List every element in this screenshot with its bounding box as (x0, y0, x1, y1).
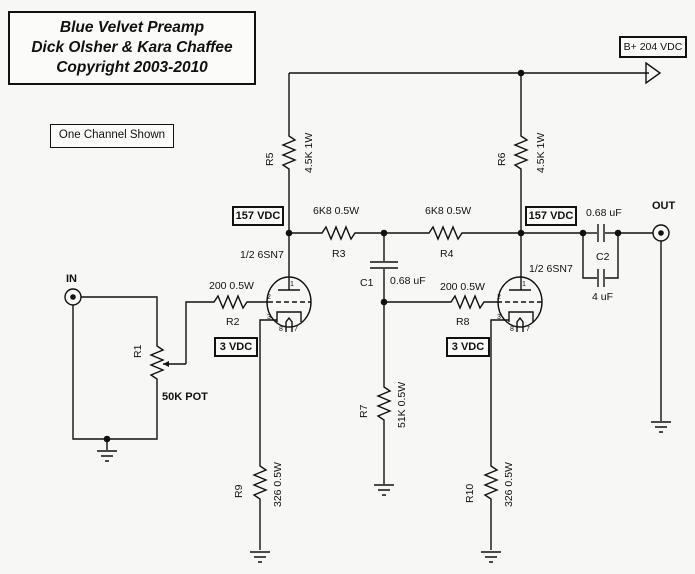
tube-v2: 1/2 6SN7 1 2 3 8 7 (497, 233, 573, 333)
ground-icon (97, 450, 117, 462)
resistor-r7: R7 51K 0.5W (358, 302, 408, 484)
b-plus-rail (288, 69, 649, 130)
resistor-r5: R5 4.5K 1W (264, 130, 315, 232)
r5-ref: R5 (264, 152, 276, 166)
r3-value: 6K8 0.5W (313, 205, 359, 217)
input-wiring (72, 296, 165, 440)
resistor-r9: R9 326 0.5W (233, 319, 284, 550)
supply-label: B+ 204 VDC (619, 36, 687, 58)
resistor-r3: 6K8 0.5W R3 (289, 205, 384, 260)
title-copyright: Copyright 2003-2010 (56, 59, 208, 76)
tube-v2-pin-cathode: 3 (497, 314, 501, 321)
r8-value: 200 0.5W (440, 281, 485, 293)
input-label: IN (66, 273, 77, 285)
potentiometer-r1: R1 50K POT (132, 301, 212, 403)
r10-value: 326 0.5W (503, 462, 515, 507)
c1-ref: C1 (360, 277, 374, 289)
r9-value: 326 0.5W (272, 462, 284, 507)
r7-value: 51K 0.5W (396, 382, 408, 428)
title-authors: Dick Olsher & Kara Chaffee (31, 39, 233, 56)
resistor-r4: 6K8 0.5W R4 (384, 205, 521, 260)
r1-ref: R1 (132, 344, 144, 358)
title-project: Blue Velvet Preamp (59, 19, 205, 36)
tube-v1-pin-plate: 1 (290, 281, 294, 288)
tube-v1-label: 1/2 6SN7 (240, 249, 284, 261)
plate-voltage-v1: 157 VDC (232, 206, 284, 226)
input-jack[interactable]: IN (64, 273, 82, 306)
capacitor-c2: 0.68 uF C2 4 uF (521, 207, 622, 303)
resistor-r8: 200 0.5W R8 (384, 281, 497, 328)
tube-v1-pin-cathode: 3 (267, 314, 271, 321)
cathode-voltage-v1: 3 VDC (214, 337, 258, 357)
tube-v2-label: 1/2 6SN7 (529, 263, 573, 275)
r4-value: 6K8 0.5W (425, 205, 471, 217)
channel-note: One Channel Shown (50, 124, 174, 148)
r6-value: 4.5K 1W (535, 133, 547, 173)
power-rail-arrow-icon (645, 61, 662, 85)
tube-v2-pin-grid: 2 (497, 294, 501, 301)
r2-ref: R2 (226, 316, 240, 328)
r2-value: 200 0.5W (209, 280, 254, 292)
plate-voltage-v2: 157 VDC (525, 206, 577, 226)
capacitor-c1: C1 0.68 uF (360, 233, 426, 302)
r4-ref: R4 (440, 248, 454, 260)
ground-icon (651, 421, 671, 433)
r1-value: 50K POT (162, 391, 208, 403)
c2-value-b: 4 uF (592, 291, 613, 303)
r8-ref: R8 (456, 316, 470, 328)
output-label: OUT (652, 200, 676, 212)
r3-ref: R3 (332, 248, 346, 260)
c2-ref: C2 (596, 251, 610, 263)
r5-value: 4.5K 1W (303, 133, 315, 173)
wiper-arrow-icon (163, 361, 169, 367)
ground-icon (481, 551, 501, 563)
r6-ref: R6 (496, 152, 508, 166)
c1-value: 0.68 uF (390, 275, 426, 287)
ground-icon (250, 551, 270, 563)
resistor-r10: R10 326 0.5W (464, 319, 515, 550)
resistor-r2: 200 0.5W R2 (209, 280, 268, 328)
cathode-voltage-v2: 3 VDC (446, 337, 490, 357)
c2-value-a: 0.68 uF (586, 207, 622, 219)
tube-v2-pin-heater-b: 7 (526, 326, 530, 333)
ground-icon (374, 484, 394, 496)
tube-v1-pin-grid: 2 (267, 294, 271, 301)
output-jack[interactable]: OUT (652, 200, 676, 242)
tube-v2-pin-heater-a: 8 (510, 326, 514, 333)
tube-v1-pin-heater-b: 7 (294, 326, 298, 333)
resistor-r6: R6 4.5K 1W (496, 130, 547, 232)
tube-v2-pin-plate: 1 (522, 281, 526, 288)
r10-ref: R10 (464, 484, 476, 503)
tube-v1-pin-heater-a: 8 (279, 326, 283, 333)
r9-ref: R9 (233, 484, 245, 498)
title-block: Blue Velvet Preamp Dick Olsher & Kara Ch… (8, 11, 256, 85)
r7-ref: R7 (358, 404, 370, 418)
